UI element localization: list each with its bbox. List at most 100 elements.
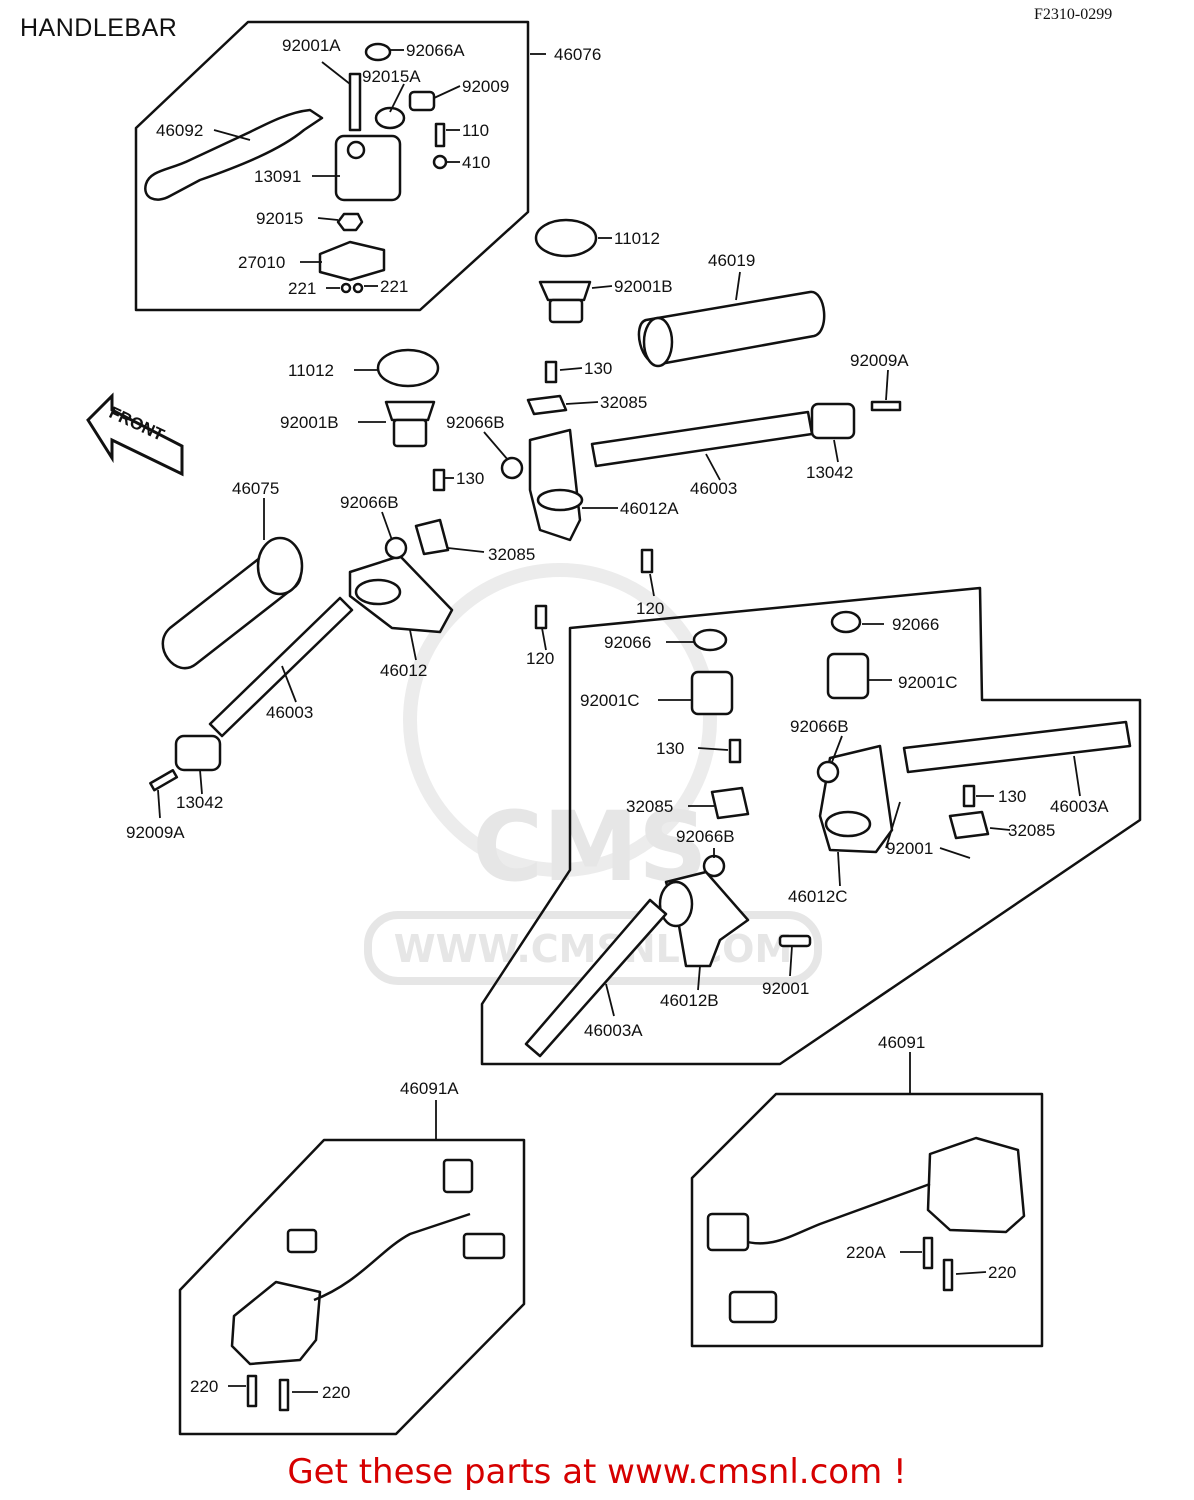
- label-11012-upper: 11012: [614, 229, 660, 248]
- nut-92015: [336, 212, 364, 232]
- screw-221-right: [352, 282, 364, 294]
- lever-bracket-13091: [334, 134, 402, 202]
- tube-46003A-upper: [902, 720, 1132, 774]
- holder-46012A: [528, 428, 582, 542]
- bolt-110: [434, 122, 446, 148]
- label-221-left: 221: [288, 279, 316, 298]
- label-120-lower: 120: [526, 649, 554, 668]
- right-bar-assembly-box: [480, 586, 1142, 1066]
- tube-46003-upper: [590, 410, 814, 468]
- bolt-92001A: [348, 72, 362, 132]
- label-410: 410: [462, 153, 490, 172]
- switch-housing-46091A: [230, 1280, 322, 1366]
- plug-92001B-lower: [384, 400, 436, 422]
- label-220A: 220A: [846, 1243, 886, 1262]
- label-92015A: 92015A: [362, 67, 421, 86]
- tube-46003A-lower: [524, 898, 668, 1058]
- clip-32085-right-a: [710, 786, 750, 820]
- label-32085-upper: 32085: [600, 393, 647, 412]
- label-32085-right-b: 32085: [1008, 821, 1055, 840]
- label-92066B-upper: 92066B: [446, 413, 505, 432]
- label-46003A-upper: 46003A: [1050, 797, 1109, 816]
- bolt-120-lower: [534, 604, 548, 630]
- screw-92009A-lower: [149, 769, 179, 792]
- label-46092: 46092: [156, 121, 203, 140]
- label-130-right-a: 130: [656, 739, 684, 758]
- label-92066-left: 92066: [604, 633, 651, 652]
- leader-lines: [157, 49, 1081, 1393]
- label-92066B-right-b: 92066B: [790, 717, 849, 736]
- label-27010: 27010: [238, 253, 285, 272]
- screw-220A: [922, 1236, 934, 1270]
- lever-assembly-box: [134, 20, 530, 312]
- label-220-left-b: 220: [322, 1383, 350, 1402]
- switch-harness-46091A: [313, 1212, 471, 1302]
- label-46003A-lower: 46003A: [584, 1021, 643, 1040]
- plug-92001B-upper: [538, 280, 592, 302]
- front-arrow: FRONT: [86, 392, 184, 477]
- tube-46003-lower: [208, 596, 354, 738]
- label-13091: 13091: [254, 167, 301, 186]
- label-46076: 46076: [554, 45, 601, 64]
- cap-92066-right: [830, 610, 862, 634]
- plug-92001C-left: [690, 670, 734, 716]
- lever-46092: [144, 108, 324, 201]
- screw-220-left-b: [278, 1378, 290, 1412]
- screw-92009A-upper: [870, 400, 902, 412]
- left-switch-box: [178, 1138, 526, 1436]
- label-92009A-upper: 92009A: [850, 351, 909, 370]
- clip-32085-right-b: [948, 810, 990, 840]
- adjuster-92009: [408, 90, 436, 112]
- collar-92015A: [374, 106, 406, 130]
- bolt-130-upper: [544, 360, 558, 384]
- label-13042-lower: 13042: [176, 793, 223, 812]
- bolt-120-upper: [640, 548, 654, 574]
- label-130-upper: 130: [584, 359, 612, 378]
- cap-92066B-upper: [500, 456, 524, 480]
- label-220-left-a: 220: [190, 1377, 218, 1396]
- label-92066-right: 92066: [892, 615, 939, 634]
- bolt-130-right-a: [728, 738, 742, 764]
- label-130-mid: 130: [456, 469, 484, 488]
- footer-promo-link[interactable]: Get these parts at www.cmsnl.com !: [287, 1452, 907, 1492]
- label-32085-mid: 32085: [488, 545, 535, 564]
- label-92009: 92009: [462, 77, 509, 96]
- label-46003-upper: 46003: [690, 479, 737, 498]
- label-46091: 46091: [878, 1033, 925, 1052]
- label-46012: 46012: [380, 661, 427, 680]
- page-title: HANDLEBAR: [20, 14, 178, 42]
- cap-92066A: [364, 42, 392, 62]
- label-92001C-right: 92001C: [898, 673, 958, 692]
- label-46012B: 46012B: [660, 991, 719, 1010]
- cap-92066B-right-b: [816, 760, 840, 784]
- label-46012A: 46012A: [620, 499, 679, 518]
- bolt-130-right-b: [962, 784, 976, 808]
- screw-220-left-a: [246, 1374, 258, 1408]
- label-92001B-lower: 92001B: [280, 413, 339, 432]
- right-switch-box: [690, 1092, 1044, 1348]
- label-46003-lower: 46003: [266, 703, 313, 722]
- washer-410: [432, 154, 448, 170]
- label-92001C-left: 92001C: [580, 691, 640, 710]
- label-92001-lower: 92001: [762, 979, 809, 998]
- label-92015: 92015: [256, 209, 303, 228]
- plug-92001C-right: [826, 652, 870, 700]
- screw-221-left: [340, 282, 352, 294]
- label-130-right-b: 130: [998, 787, 1026, 806]
- clip-32085-mid: [414, 518, 450, 556]
- handlebar-parts-diagram: CMS WWW.CMSNL.COM FRONT: [86, 20, 1142, 1436]
- diagram-code: F2310-0299: [1034, 6, 1113, 23]
- switch-27010: [318, 240, 386, 282]
- label-92009A-lower: 92009A: [126, 823, 185, 842]
- label-46091A: 46091A: [400, 1079, 459, 1098]
- cap-92066-left: [692, 628, 728, 652]
- grip-46019: [637, 290, 826, 366]
- screw-220-right: [942, 1258, 954, 1292]
- label-92001-upper: 92001: [886, 839, 933, 858]
- bolt-130-mid: [432, 468, 446, 492]
- label-221-right: 221: [380, 277, 408, 296]
- clip-32085-upper: [526, 394, 568, 416]
- label-220-right: 220: [988, 1263, 1016, 1282]
- switch-housing-46091: [926, 1136, 1026, 1234]
- cap-11012-upper: [534, 218, 598, 258]
